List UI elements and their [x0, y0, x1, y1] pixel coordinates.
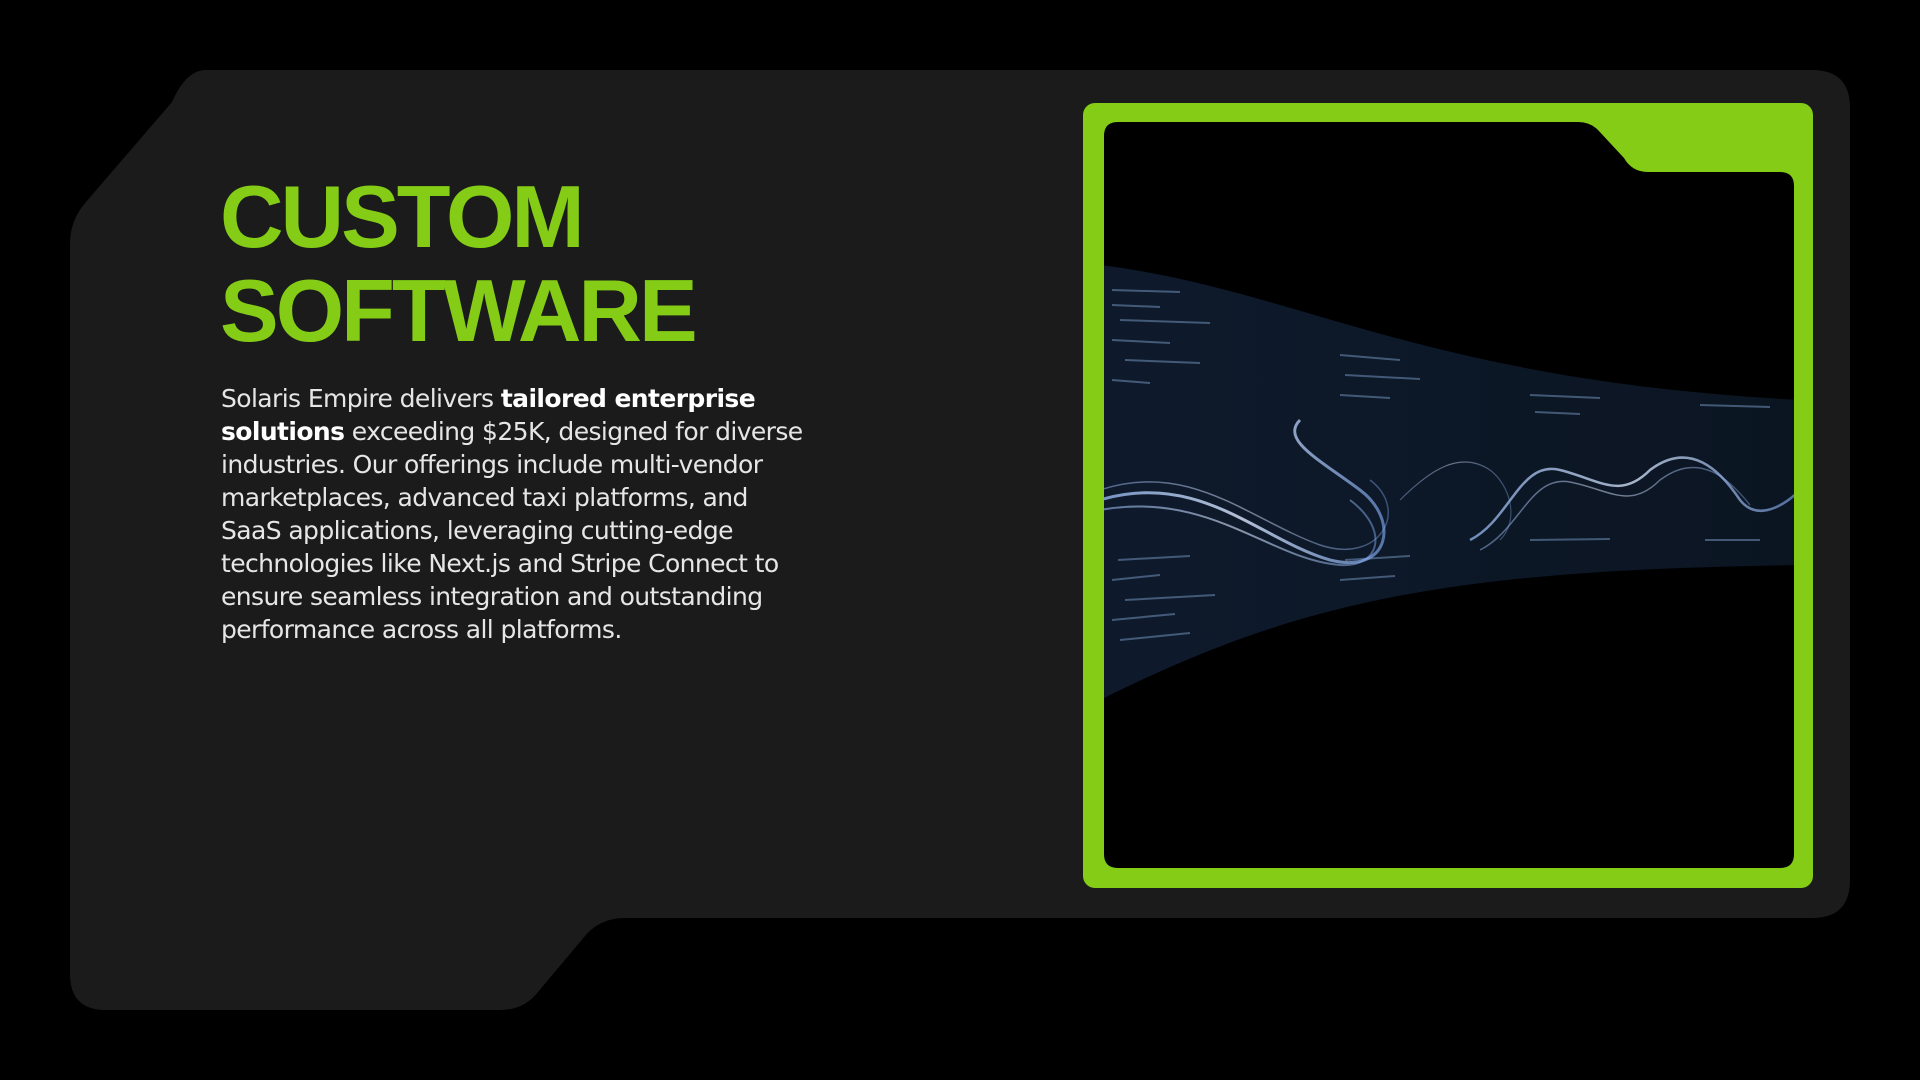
description-text-1: Solaris Empire delivers	[221, 384, 501, 413]
tech-image	[1104, 122, 1794, 868]
description-text-2: exceeding $25K, designed for diverse ind…	[221, 417, 803, 644]
page-title: CUSTOM SOFTWARE	[220, 167, 698, 360]
description-bold: tailored enterprise solutions	[221, 384, 756, 446]
title-line-1: CUSTOM	[220, 167, 585, 266]
title-line-2: SOFTWARE	[220, 261, 698, 360]
description-paragraph: Solaris Empire delivers tailored enterpr…	[221, 382, 806, 646]
